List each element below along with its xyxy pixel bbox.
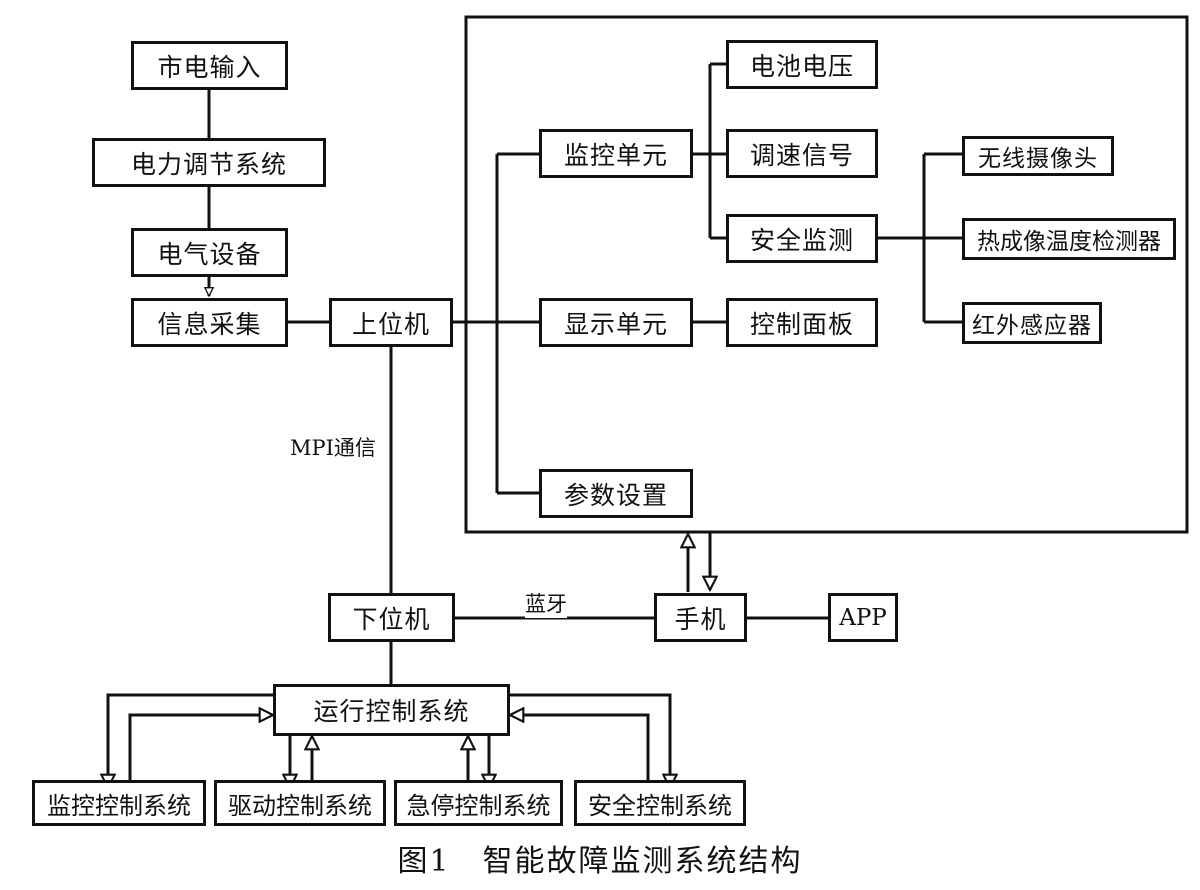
- param-setting-box: 参数设置: [539, 469, 693, 518]
- city-power-input-box: 市电输入: [131, 41, 288, 90]
- display-unit-box: 显示单元: [539, 298, 693, 347]
- phone-box: 手机: [654, 593, 747, 642]
- estop-control-system-box: 急停控制系统: [394, 780, 563, 826]
- mpi-communication-label: MPI通信: [290, 432, 376, 462]
- bluetooth-label: 蓝牙: [525, 588, 567, 618]
- figure-caption: 图1 智能故障监测系统结构: [397, 844, 803, 879]
- infrared-sensor-box: 红外感应器: [962, 302, 1102, 344]
- host-computer-box: 上位机: [329, 298, 453, 347]
- arrow-run-to-safety: [508, 693, 670, 788]
- battery-voltage-box: 电池电压: [726, 40, 878, 89]
- arrow-run-to-monitor: [108, 693, 275, 788]
- thermal-imager-box: 热成像温度检测器: [962, 218, 1176, 260]
- power-regulation-system-box: 电力调节系统: [92, 138, 326, 187]
- drive-control-system-box: 驱动控制系统: [214, 780, 386, 826]
- monitor-control-system-box: 监控控制系统: [32, 780, 206, 826]
- safety-detection-box: 安全监测: [726, 214, 878, 263]
- wireless-camera-box: 无线摄像头: [962, 136, 1114, 176]
- electrical-equipment-box: 电气设备: [131, 228, 288, 277]
- arrow-safety-to-run: [510, 715, 650, 790]
- info-collection-box: 信息采集: [131, 298, 288, 347]
- run-control-system-box: 运行控制系统: [273, 684, 510, 736]
- safety-control-system-box: 安全控制系统: [574, 780, 746, 826]
- control-panel-box: 控制面板: [726, 298, 878, 347]
- lower-computer-box: 下位机: [328, 593, 455, 642]
- monitor-unit-box: 监控单元: [539, 129, 693, 178]
- app-box: APP: [828, 593, 898, 642]
- speed-signal-box: 调速信号: [726, 129, 878, 178]
- arrow-monitor-to-run: [128, 715, 273, 790]
- host-frame: [464, 15, 1189, 534]
